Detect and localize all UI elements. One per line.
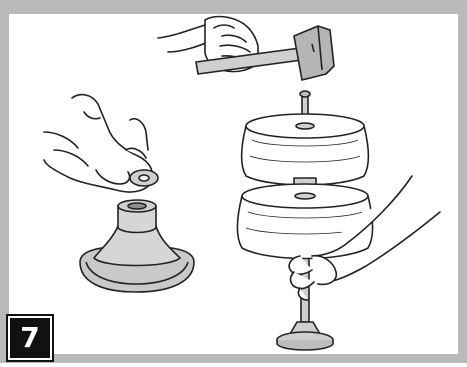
step-number-badge: 7 — [8, 316, 52, 360]
step-number: 7 — [20, 324, 39, 352]
washer-icon — [130, 170, 158, 186]
